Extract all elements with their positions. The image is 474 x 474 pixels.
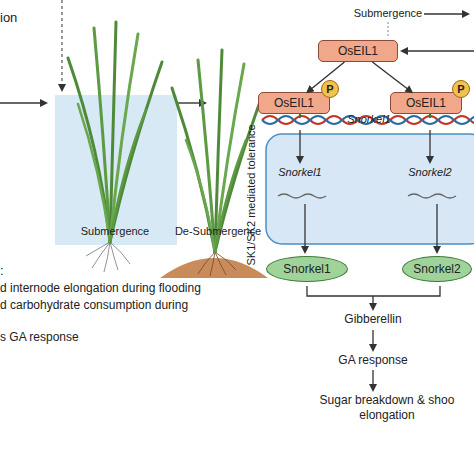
- note-text: d internode elongation during flooding: [0, 281, 250, 296]
- phospho-circle: P: [321, 80, 339, 98]
- gene-label: Snorkel1: [336, 113, 402, 127]
- rice-plant: [68, 22, 162, 242]
- node-text: P: [457, 83, 464, 95]
- dashed-arrow: [61, 0, 62, 90]
- outcome-label: Sugar breakdown & shoo elongation: [300, 393, 474, 423]
- bracket: [307, 286, 440, 296]
- arrow: [372, 330, 373, 350]
- vertical-label: SK1/SK2 mediated tolerance: [245, 95, 259, 295]
- stage-label: Submergence: [70, 225, 160, 239]
- protein-oval: Snorkel2: [402, 256, 472, 282]
- node-text: OsEIL1: [406, 96, 446, 110]
- mrna-label: Snorkel2: [398, 166, 462, 180]
- protein-box: OsEIL1: [390, 92, 462, 114]
- protein-oval: Snorkel1: [266, 256, 348, 282]
- protein-box: OsEIL1: [318, 40, 398, 62]
- connector-arrow: [372, 62, 411, 92]
- arrow: [304, 204, 305, 252]
- hormone-label: Gibberellin: [318, 312, 428, 327]
- arrow: [0, 102, 46, 103]
- phospho-circle: P: [452, 80, 470, 98]
- dotted-line: [388, 22, 389, 36]
- node-text: Snorkel1: [283, 262, 330, 276]
- note-text: d carbohydrate consumption during: [0, 298, 250, 313]
- roots: [198, 252, 236, 276]
- roots: [86, 242, 130, 272]
- water-body: [55, 95, 177, 245]
- node-text: P: [326, 83, 333, 95]
- arrow: [424, 13, 468, 14]
- node-text: OsEIL1: [338, 44, 378, 58]
- arrow: [402, 50, 474, 51]
- note-text: s GA response: [0, 330, 250, 345]
- arrow: [372, 296, 373, 309]
- cropped-text: :: [0, 263, 12, 279]
- arrow: [436, 204, 437, 252]
- node-text: Snorkel2: [413, 262, 460, 276]
- mrna-strand: [278, 194, 326, 198]
- nucleus: [266, 134, 474, 244]
- mrna-strand: [408, 194, 456, 198]
- arrow: [429, 130, 430, 162]
- mrna-label: Snorkel1: [268, 166, 332, 180]
- arrow: [372, 370, 373, 390]
- arrow: [299, 130, 300, 162]
- cropped-text: ion: [0, 10, 30, 26]
- stimulus-label: Submergence: [352, 7, 424, 21]
- protein-box: OsEIL1: [258, 92, 330, 114]
- response-label: GA response: [318, 353, 428, 368]
- node-text: OsEIL1: [274, 96, 314, 110]
